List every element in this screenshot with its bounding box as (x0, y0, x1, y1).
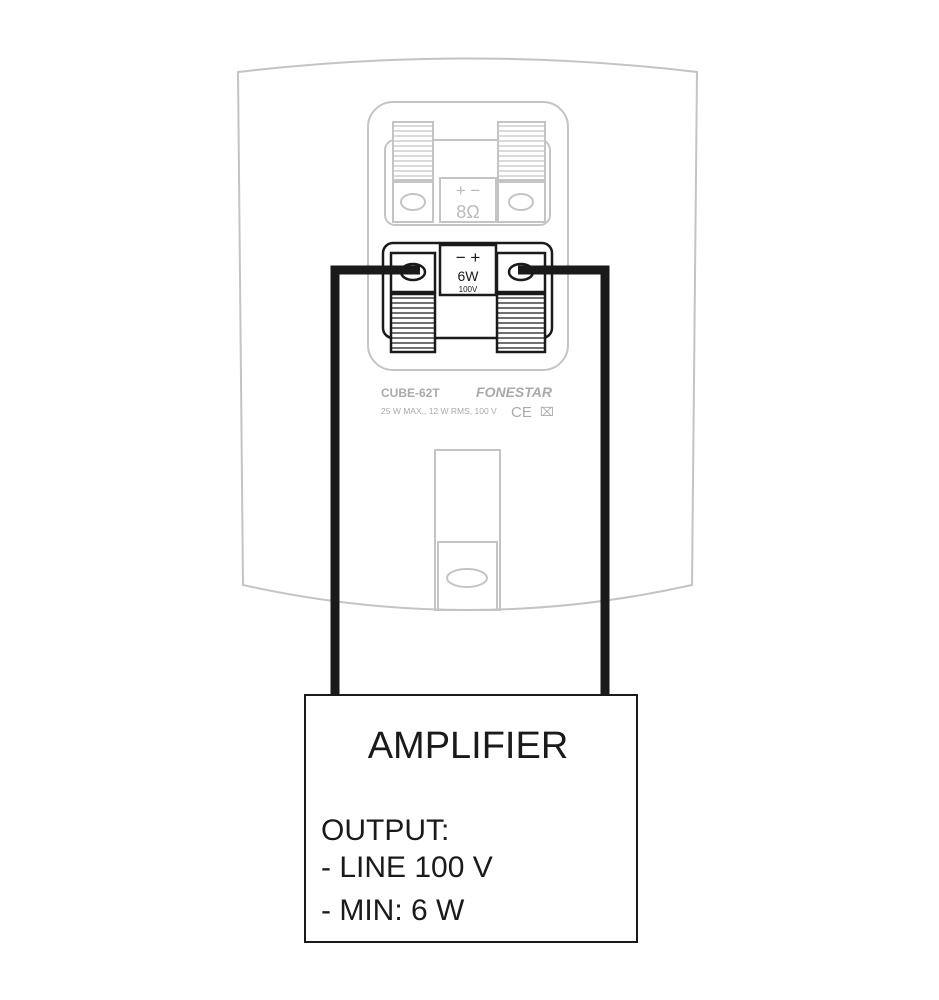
mounting-slot (434, 449, 501, 611)
amplifier-title: AMPLIFIER (368, 725, 569, 767)
brand-logo: FONESTAR (476, 384, 553, 400)
wire-negative (330, 265, 420, 697)
amplifier-box (304, 694, 638, 943)
speaker-outline (236, 57, 699, 611)
lower-voltage: 100V (459, 285, 478, 294)
ce-mark: CE (511, 404, 532, 421)
weee-icon: ⌧ (540, 405, 554, 419)
lower-polarity: − + (456, 248, 481, 267)
model-label: CUBE-62T (381, 386, 440, 400)
output-min-power: - MIN: 6 W (321, 894, 465, 927)
upper-polarity: + − (456, 181, 481, 200)
specs-label: 25 W MAX., 12 W RMS, 100 V (381, 406, 497, 416)
upper-impedance: 8Ω (456, 202, 479, 222)
lower-power: 6W (458, 268, 480, 284)
upper-terminal-8ohm: + − 8Ω (384, 121, 551, 226)
terminal-panel (367, 101, 569, 371)
wire-positive (518, 265, 610, 697)
output-line-voltage: - LINE 100 V (321, 851, 493, 884)
output-label: OUTPUT: (321, 814, 449, 847)
